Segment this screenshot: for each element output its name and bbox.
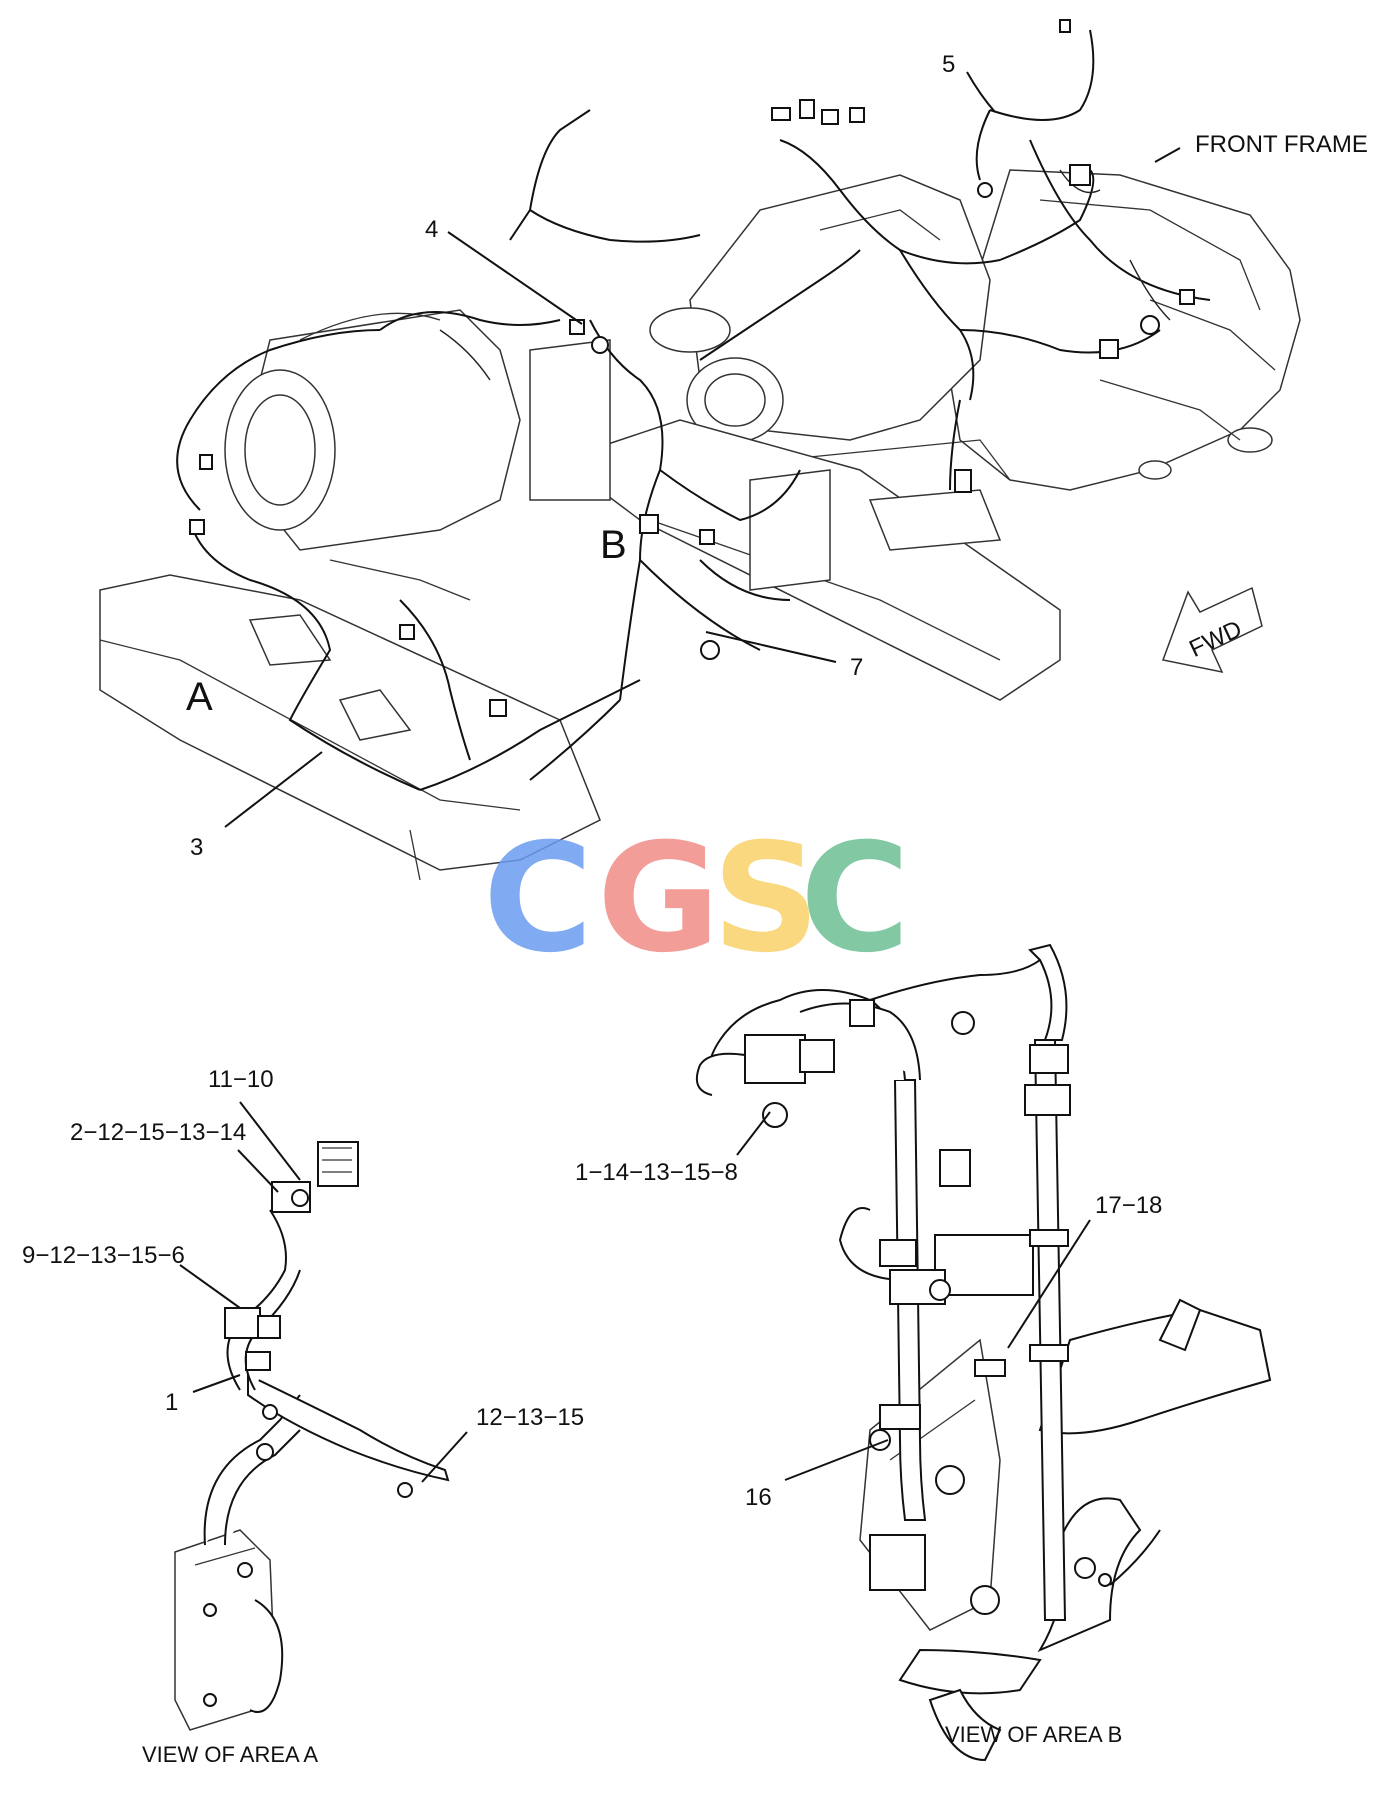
front-frame-label: FRONT FRAME — [1195, 131, 1368, 158]
callout-5: 5 — [942, 51, 955, 78]
view-of-area-b: 1−14−13−15−8 17−18 16 VIEW OF AREA B — [575, 943, 1272, 1762]
callout-7: 7 — [850, 654, 863, 681]
watermark-letter-4: C — [800, 812, 910, 986]
engine-body — [649, 174, 1011, 481]
wiring-harness-cables — [176, 29, 1211, 791]
harness-connectors — [189, 19, 1195, 717]
callout-9-12-13-15-6: 9−12−13−15−6 — [22, 1242, 185, 1269]
watermark-letter-3: S — [712, 812, 820, 986]
tank-cylinder — [224, 309, 521, 601]
callout-17-18: 17−18 — [1095, 1192, 1162, 1219]
view-of-area-a: 11−10 2−12−15−13−14 9−12−13−15−6 1 12−13… — [22, 1066, 584, 1767]
front-frame-body — [949, 169, 1301, 491]
callout-16: 16 — [745, 1484, 772, 1511]
area-b-marker: B — [600, 523, 627, 567]
area-a-marker: A — [186, 675, 213, 719]
callout-4: 4 — [425, 216, 438, 243]
callout-1-14-13-15-8: 1−14−13−15−8 — [575, 1159, 738, 1186]
caption-view-area-a: VIEW OF AREA A — [142, 1742, 318, 1767]
watermark-letter-2: G — [597, 812, 720, 986]
callout-11-10: 11−10 — [208, 1066, 274, 1093]
main-leader-lines — [224, 71, 1181, 828]
callout-3: 3 — [190, 834, 203, 861]
callout-1-area-a: 1 — [165, 1389, 178, 1416]
watermark-logo: C G S C — [483, 812, 910, 986]
fwd-arrow-icon: FWD — [1161, 586, 1263, 674]
main-assembly-view: 5 4 3 7 A B FRONT FRAME FWD — [99, 19, 1368, 881]
caption-view-area-b: VIEW OF AREA B — [945, 1722, 1122, 1747]
callout-12-13-15: 12−13−15 — [476, 1404, 584, 1431]
callout-2-12-15-13-14: 2−12−15−13−14 — [70, 1119, 246, 1146]
watermark-letter-1: C — [483, 812, 593, 986]
rear-frame — [99, 339, 1061, 881]
